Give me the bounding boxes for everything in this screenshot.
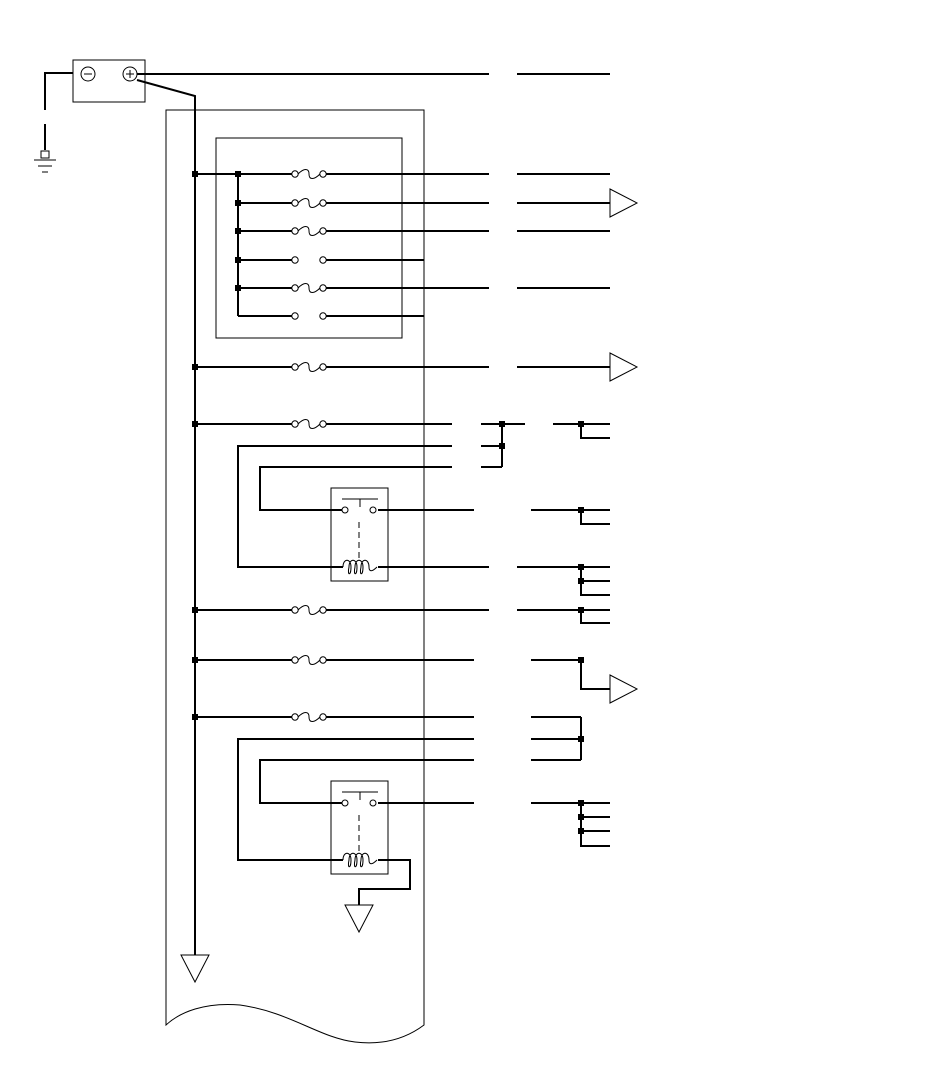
fuse-box-outline [216, 138, 402, 338]
fuse-icon [292, 199, 326, 208]
relay-1-body [331, 488, 388, 581]
relay-1-wiring [238, 446, 610, 595]
relay-coil-icon [343, 560, 377, 574]
fuse-icon [292, 656, 326, 665]
open-link-icon [292, 313, 326, 319]
connector-arrow-icon [610, 675, 637, 703]
relay-ground-arrow-icon [345, 905, 373, 932]
fuse-icon [292, 170, 326, 179]
fuse-box-bus [195, 174, 238, 316]
fuse-icon [292, 227, 326, 236]
relay-coil-icon [343, 853, 377, 867]
battery-negative-terminal-icon [81, 67, 95, 81]
open-link-icon [292, 257, 326, 263]
fuse-box-circuits [238, 174, 610, 316]
relay-contact-icon [342, 792, 378, 806]
splice-points [192, 171, 584, 834]
bus-ground-arrow-icon [181, 955, 209, 982]
fuse-icon [292, 606, 326, 615]
fuse-icon [292, 420, 326, 429]
connector-arrow-icon [610, 353, 637, 381]
relay-2 [331, 781, 388, 874]
fuse-icon [292, 363, 326, 372]
fuse-icon [292, 284, 326, 293]
main-circuits [195, 367, 610, 760]
battery-positive-wire [137, 74, 610, 955]
connector-arrow-icon [610, 189, 637, 217]
junction-block-outline [166, 110, 424, 1043]
relay-contact-icon [342, 499, 378, 513]
battery-ground-wire [45, 73, 73, 150]
battery [73, 60, 145, 102]
relay-2-body [331, 781, 388, 874]
ground-icon [34, 151, 56, 172]
fuse-icon [292, 713, 326, 722]
relay-1 [331, 488, 388, 581]
battery-case [73, 60, 145, 102]
